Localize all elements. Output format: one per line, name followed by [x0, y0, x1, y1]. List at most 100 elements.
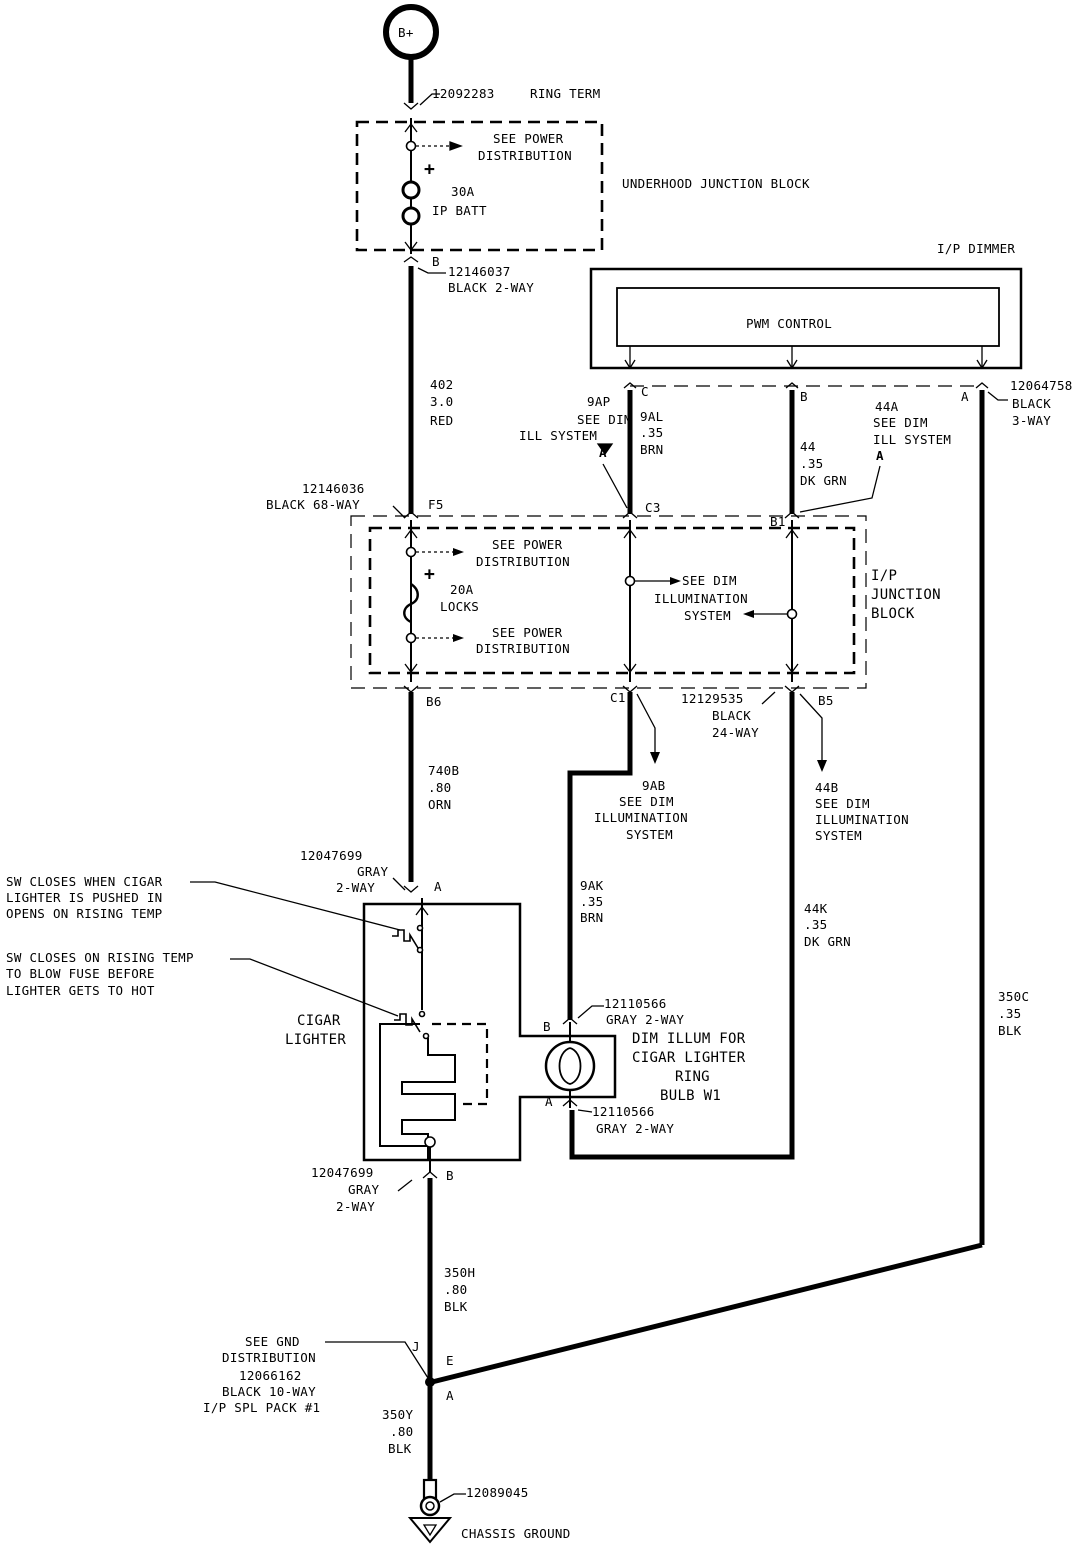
ref-44a-line2: ILL SYSTEM [873, 432, 951, 447]
ring-term-part: 12092283 [432, 86, 495, 101]
lighter-conn-a-part: 12047699 [300, 848, 363, 863]
ground-desc: CHASSIS GROUND [461, 1526, 571, 1541]
underhood-junction-block [355, 120, 604, 252]
cigar-lighter-housing [362, 902, 617, 1162]
ip-block-pin-c3: C3 [645, 500, 661, 515]
fuse-30a-icon [401, 180, 421, 226]
ip-power-ref-a1: SEE POWER [492, 537, 563, 552]
wire-9al-color: BRN [640, 442, 663, 457]
bulb-line2: CIGAR LIGHTER [632, 1050, 746, 1066]
underhood-power-ref-1: SEE POWER [493, 131, 564, 146]
note-sw2-line1: SW CLOSES ON RISING TEMP [6, 950, 194, 965]
ip-junction-block-outer [350, 515, 867, 689]
wire-740b-color: ORN [428, 797, 451, 812]
wire-44k [569, 692, 795, 1160]
bulb-part-b: 12110566 [604, 996, 667, 1011]
bulb-pin-a: A [545, 1094, 553, 1109]
wire-9al-gauge: .35 [640, 425, 663, 440]
ip-dimmer-desc1: BLACK [1012, 396, 1051, 411]
ip-block-bottom-desc2: 24-WAY [712, 725, 759, 740]
wire-9ak [567, 692, 633, 1020]
ref-44b-line2: ILLUMINATION [815, 812, 909, 827]
ref-44b-line1: SEE DIM [815, 796, 870, 811]
ref-44a-leader [799, 465, 881, 513]
lighter-connector-a [403, 885, 419, 893]
ip-dimmer-title: I/P DIMMER [937, 241, 1015, 256]
ip-fuse-rating: 20A [450, 582, 474, 597]
wire-9al-circuit: 9AL [640, 409, 663, 424]
ip-block-pin-f5: F5 [428, 497, 444, 512]
ip-block-pin-b1: B1 [770, 514, 786, 529]
ip-block-title3: BLOCK [871, 606, 915, 622]
ref-44a-arrow: A [876, 448, 884, 463]
ip-block-title1: I/P [871, 568, 897, 584]
note-sw1-line2: LIGHTER IS PUSHED IN [6, 890, 163, 905]
wire-44-circuit: 44 [800, 439, 816, 454]
wire-402-color: RED [430, 413, 453, 428]
lighter-conn-a-pin: A [434, 879, 442, 894]
pwm-control-box [616, 287, 1000, 347]
wire-350y-circuit: 350Y [382, 1407, 413, 1422]
note-sw2-line2: TO BLOW FUSE BEFORE [6, 966, 155, 981]
ip-dim-ref1: SEE DIM [682, 573, 737, 588]
wire-350y-gauge: .80 [390, 1424, 413, 1439]
ip-block-plus: + [424, 564, 435, 585]
ring-term-desc: RING TERM [530, 86, 600, 101]
underhood-power-ref-2: DISTRIBUTION [478, 148, 572, 163]
ip-dimmer-module [589, 267, 1023, 370]
lighter-conn-b-pin: B [446, 1168, 454, 1183]
splice-desc2: I/P SPL PACK #1 [203, 1400, 320, 1415]
cigar-lighter-line2: LIGHTER [285, 1032, 346, 1048]
underhood-power-tap [405, 140, 417, 152]
wire-350c-to-splice [431, 1242, 983, 1385]
chassis-ground-icon [407, 1478, 453, 1544]
ip-fuse-name: LOCKS [440, 599, 479, 614]
note-sw2-line3: LIGHTER GETS TO HOT [6, 983, 155, 998]
ip-dimmer-part: 12064758 [1010, 378, 1073, 393]
fuse-20a-icon [403, 583, 419, 624]
ip-block-bottom-part: 12129535 [681, 691, 744, 706]
ref-9ab-leader [636, 693, 656, 756]
wire-350h-gauge: .80 [444, 1282, 467, 1297]
lighter-conn-a-desc1: GRAY [357, 864, 388, 879]
note-sw2-leader [230, 958, 399, 1017]
wire-402-circuit: 402 [430, 377, 453, 392]
bulb-desc-a: GRAY 2-WAY [596, 1121, 674, 1136]
ref-44b-circuit: 44B [815, 780, 838, 795]
ref-9ab-circuit: 9AB [642, 778, 665, 793]
conn-b-top-part: 12146037 [448, 264, 511, 279]
wire-44k-color: DK GRN [804, 934, 851, 949]
splice-ref1: SEE GND [245, 1334, 300, 1349]
splice-pin-a: A [446, 1388, 454, 1403]
lighter-conn-a-desc2: 2-WAY [336, 880, 375, 895]
ip-block-top-desc: BLACK 68-WAY [266, 497, 360, 512]
ref-9ab-line3: SYSTEM [626, 827, 673, 842]
ip-power-ref-b2: DISTRIBUTION [476, 641, 570, 656]
wire-350c-circuit: 350C [998, 989, 1029, 1004]
ref-44b-leader [799, 693, 823, 762]
ip-block-title2: JUNCTION [871, 587, 941, 603]
ground-part: 12089045 [466, 1485, 529, 1500]
thermal-switch-1-icon [392, 924, 424, 954]
heating-element-icon [401, 1038, 456, 1160]
wire-350y-color: BLK [388, 1441, 412, 1456]
conn-b-top-pin: B [432, 254, 440, 269]
lighter-ground-terminal [424, 1136, 436, 1148]
ring-term-connector [403, 102, 419, 110]
wire-740b-circuit: 740B [428, 763, 459, 778]
lighter-conn-b-part: 12047699 [311, 1165, 374, 1180]
ip-dimmer-pin-c: C [641, 384, 649, 399]
connector-12146037 [403, 256, 419, 263]
underhood-fuse-rating: 30A [451, 184, 475, 199]
ip-dim-ref2: ILLUMINATION [654, 591, 748, 606]
wire-44k-circuit: 44K [804, 901, 828, 916]
wire-44k-gauge: .35 [804, 917, 827, 932]
ip-dimmer-pin-b: B [800, 389, 808, 404]
ip-dimmer-desc2: 3-WAY [1012, 413, 1051, 428]
pwm-control-label: PWM CONTROL [746, 316, 832, 331]
wire-9ak-gauge: .35 [580, 894, 603, 909]
wire-9ak-color: BRN [580, 910, 603, 925]
wire-740b-gauge: .80 [428, 780, 451, 795]
wire-350c-color: BLK [998, 1023, 1022, 1038]
